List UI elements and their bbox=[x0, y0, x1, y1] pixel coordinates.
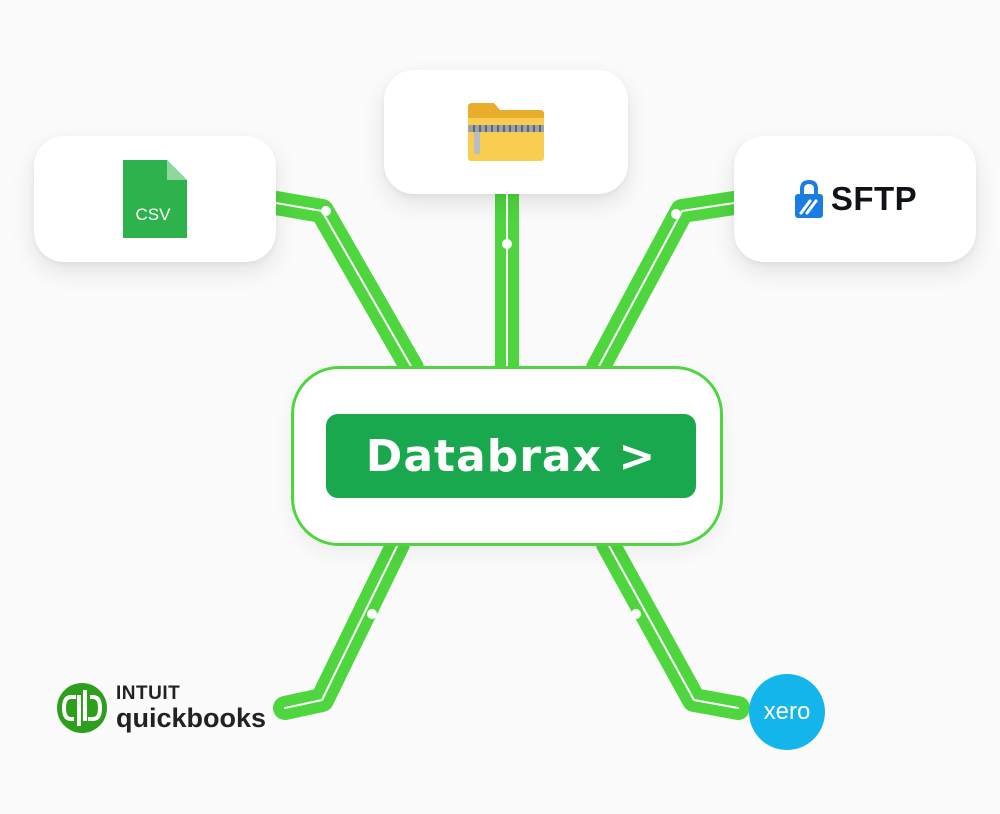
zip-folder-icon bbox=[468, 103, 544, 161]
connector-quickbooks bbox=[273, 532, 410, 720]
hub-node: Databrax > bbox=[291, 366, 723, 546]
databrax-button[interactable]: Databrax > bbox=[326, 414, 696, 498]
sftp-label: SFTP bbox=[830, 180, 918, 217]
connector-csv bbox=[264, 191, 424, 380]
csv-card[interactable]: CSV bbox=[34, 136, 276, 262]
quickbooks-brand-label: INTUIT bbox=[116, 683, 181, 704]
csv-label: CSV bbox=[136, 205, 172, 224]
xero-label: xero bbox=[763, 698, 811, 725]
connector-xero bbox=[596, 532, 750, 720]
zip-folder-card[interactable] bbox=[384, 70, 628, 194]
sftp-card[interactable]: SFTP bbox=[734, 136, 976, 262]
quickbooks-logo-icon bbox=[57, 683, 107, 733]
connector-sftp bbox=[586, 191, 746, 380]
csv-file-icon: CSV bbox=[123, 160, 187, 238]
quickbooks-node[interactable]: INTUIT quickbooks bbox=[56, 678, 266, 738]
lock-icon bbox=[794, 179, 823, 218]
quickbooks-label: quickbooks bbox=[116, 703, 267, 733]
connector-zip bbox=[495, 182, 519, 380]
xero-node[interactable]: xero bbox=[749, 674, 825, 750]
